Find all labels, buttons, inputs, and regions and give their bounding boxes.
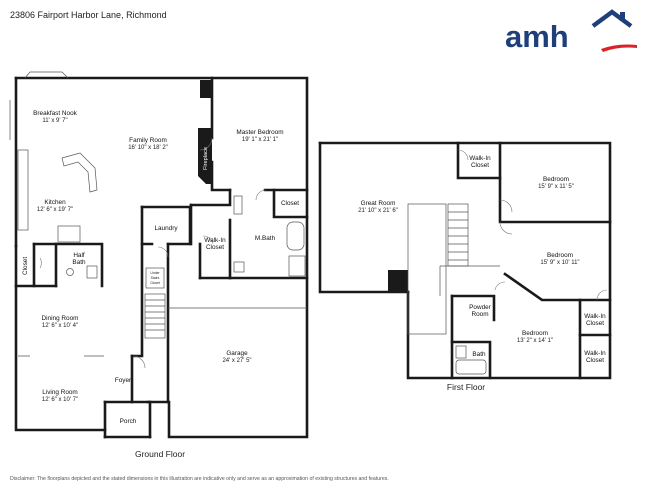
stair-block-icon xyxy=(388,270,408,292)
powder-room-name: Powder xyxy=(469,304,492,311)
great-room-dims: 21' 10" x 21' 6" xyxy=(358,208,398,214)
fireplace-block-icon xyxy=(200,80,212,98)
breakfast-nook-name: Breakfast Nook xyxy=(33,110,77,117)
walk-in-closet-name: Walk-In xyxy=(204,237,226,244)
bedroom-bottom-dims: 13' 2" x 14' 1" xyxy=(517,338,553,344)
living-room-name: Living Room xyxy=(42,389,78,396)
fireplace-hearth-icon xyxy=(198,128,212,184)
living-room-dims: 12' 6" x 10' 7" xyxy=(42,397,78,403)
first-floor-plan xyxy=(318,141,612,380)
bedroom-top-name: Bedroom xyxy=(543,176,569,183)
breakfast-nook-dims: 11' x 9' 7" xyxy=(42,118,67,124)
dining-room-name: Dining Room xyxy=(42,315,79,322)
half-bath-name: Half xyxy=(73,252,85,259)
closet-master-name: Closet xyxy=(281,200,299,207)
porch-name: Porch xyxy=(120,418,137,425)
disclaimer-text: Disclaimer: The floorplans depicted and … xyxy=(10,476,389,482)
master-bedroom-name: Master Bedroom xyxy=(236,129,283,136)
amh-logo: amh xyxy=(505,9,637,53)
bedroom-top-dims: 15' 9" x 11' 5" xyxy=(538,184,574,190)
powder-room-name2: Room xyxy=(471,311,488,318)
mbath-name: M.Bath xyxy=(255,235,276,242)
walk-in-closet-b-name: Walk-In xyxy=(584,350,606,357)
walk-in-closet-a-name: Walk-In xyxy=(584,313,606,320)
garage-dims: 24' x 27' 5" xyxy=(222,358,251,364)
garage-name: Garage xyxy=(226,350,248,357)
property-address: 23806 Fairport Harbor Lane, Richmond xyxy=(10,10,167,20)
bath-name: Bath xyxy=(472,351,486,358)
kitchen-name: Kitchen xyxy=(44,199,66,206)
foyer-name: Foyer xyxy=(115,377,132,384)
family-room-name: Family Room xyxy=(129,137,167,144)
bedroom-bottom-name: Bedroom xyxy=(522,330,548,337)
kitchen-dims: 12' 6" x 19' 7" xyxy=(37,207,73,213)
walk-in-closet-name2: Closet xyxy=(206,244,224,251)
laundry-name: Laundry xyxy=(154,225,178,232)
walk-in-closet-a-name2: Closet xyxy=(586,320,604,327)
under-stairs-name2: Stairs xyxy=(151,276,160,280)
walk-in-closet-top-name: Walk-In xyxy=(469,155,491,162)
ground-floor-label: Ground Floor xyxy=(135,449,185,459)
half-bath-name2: Bath xyxy=(72,259,86,266)
bedroom-mid-name: Bedroom xyxy=(547,252,573,259)
logo-swoosh-icon xyxy=(601,44,637,52)
closet-side-name: Closet xyxy=(22,257,29,275)
walk-in-closet-b-name2: Closet xyxy=(586,357,604,364)
dining-room-dims: 12' 6" x 10' 4" xyxy=(42,323,78,329)
ground-floor-plan xyxy=(9,71,309,439)
logo-chimney-icon xyxy=(620,12,625,21)
first-floor-label: First Floor xyxy=(447,382,485,392)
family-room-dims: 16' 10" x 18' 2" xyxy=(128,145,168,151)
master-bedroom-dims: 19' 1" x 21' 1" xyxy=(242,137,278,143)
logo-roof-icon xyxy=(591,9,633,28)
walk-in-closet-top-name2: Closet xyxy=(471,162,489,169)
fireplace-label: Fireplace xyxy=(203,147,209,170)
logo-text: amh xyxy=(505,19,569,53)
under-stairs-name: Under xyxy=(150,271,160,275)
great-room-name: Great Room xyxy=(361,200,396,207)
under-stairs-name3: Closet xyxy=(150,281,160,285)
bedroom-mid-dims: 15' 9" x 10' 11" xyxy=(540,260,579,266)
